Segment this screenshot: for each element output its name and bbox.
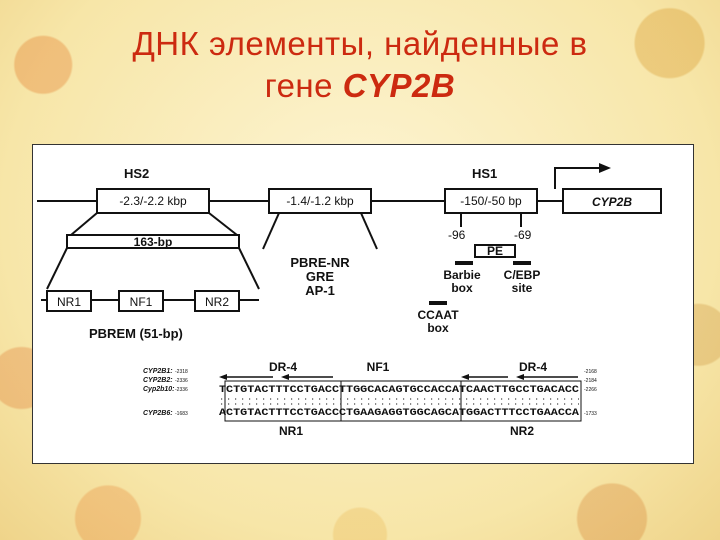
gene-diagram-figure: HS2 HS1 -2.3/-2.2 kbp -1.4/-1.2 kbp -150… [32, 144, 694, 464]
mid-box [268, 188, 372, 214]
seq-row-2-start: -2336 [175, 378, 188, 384]
seq-row-4-start: -1683 [175, 411, 188, 417]
seq-row-4-name: CYP2B6: [143, 410, 173, 417]
seq-row-3-name: Cyp2b10: [143, 386, 175, 393]
nr1-box [46, 290, 92, 312]
bp163-bar [66, 234, 240, 249]
dr4-left-label: DR-4 [269, 360, 297, 374]
seq-row-1-start: -2318 [175, 369, 188, 375]
gene-box [562, 188, 662, 214]
hs1-box-label: -150/-50 bp [460, 194, 522, 208]
cebp-label-1: C/EBP [504, 268, 541, 282]
nr2-box [194, 290, 240, 312]
pe-label: PE [487, 244, 503, 258]
seq-row-1-name: CYP2B1: [143, 368, 173, 375]
seq-top: TCTGTACTTTCCTGACCTTGGCACAGTGCCACCATCAACT… [219, 384, 579, 396]
nf1-seq-label: NF1 [367, 360, 390, 374]
slide-title-line1: ДНК элементы, найденные в [132, 25, 588, 62]
nr1-seq-label: NR1 [279, 424, 303, 438]
hs1-box [444, 188, 538, 214]
tss-arrowhead [599, 163, 611, 173]
nf1-label: NF1 [130, 295, 153, 309]
ccaat-label-2: box [427, 321, 449, 335]
cebp-label-2: site [512, 281, 533, 295]
hs2-box [96, 188, 210, 214]
seq-row-3-end: -2266 [584, 387, 597, 393]
cebp-bar [513, 261, 531, 265]
barbie-bar [455, 261, 473, 265]
nr2-seq-box [460, 380, 582, 422]
pos-96-label: -96 [448, 228, 466, 242]
nr1-label: NR1 [57, 295, 81, 309]
pe-box [474, 244, 516, 258]
tss-arrow [554, 167, 599, 189]
pbre-label-3: AP-1 [305, 283, 335, 298]
bp163-label: 163-bp [134, 235, 173, 249]
pbre-label-2: GRE [306, 269, 335, 284]
seq-row-3-start: -2336 [175, 387, 188, 393]
pbrem-label: PBREM (51-bp) [89, 326, 183, 341]
ccaat-label-1: CCAAT [417, 308, 459, 322]
hs2-label: HS2 [124, 166, 149, 181]
nf1-box [118, 290, 164, 312]
hs1-label: HS1 [472, 166, 497, 181]
seq-bottom: ACTGTACTTTCCTGACCCTGAAGAGGTGGCAGCATGGACT… [219, 407, 580, 419]
slide-title-line2: гене CYP2B [0, 66, 720, 106]
dr4-right-label: DR-4 [519, 360, 547, 374]
nr2-seq-label: NR2 [510, 424, 534, 438]
barbie-label-1: Barbie [443, 268, 481, 282]
gene-box-label: CYP2B [592, 195, 632, 209]
pos-69-label: -69 [514, 228, 532, 242]
title-prefix: гене [264, 67, 343, 104]
pbre-label-1: PBRE-NR [290, 255, 350, 270]
seq-row-2-name: CYP2B2: [143, 377, 173, 384]
seq-row-1-end: -2168 [584, 369, 597, 375]
seq-row-4-end: -1733 [584, 411, 597, 417]
ccaat-bar [429, 301, 447, 305]
title-gene: CYP2B [342, 67, 456, 104]
barbie-label-2: box [451, 281, 473, 295]
mid-box-label: -1.4/-1.2 kbp [286, 194, 354, 208]
hs2-box-label: -2.3/-2.2 kbp [119, 194, 187, 208]
nr2-label: NR2 [205, 295, 229, 309]
seq-row-2-end: -2184 [584, 378, 597, 384]
gene-diagram-svg: HS2 HS1 -2.3/-2.2 kbp -1.4/-1.2 kbp -150… [37, 163, 662, 438]
